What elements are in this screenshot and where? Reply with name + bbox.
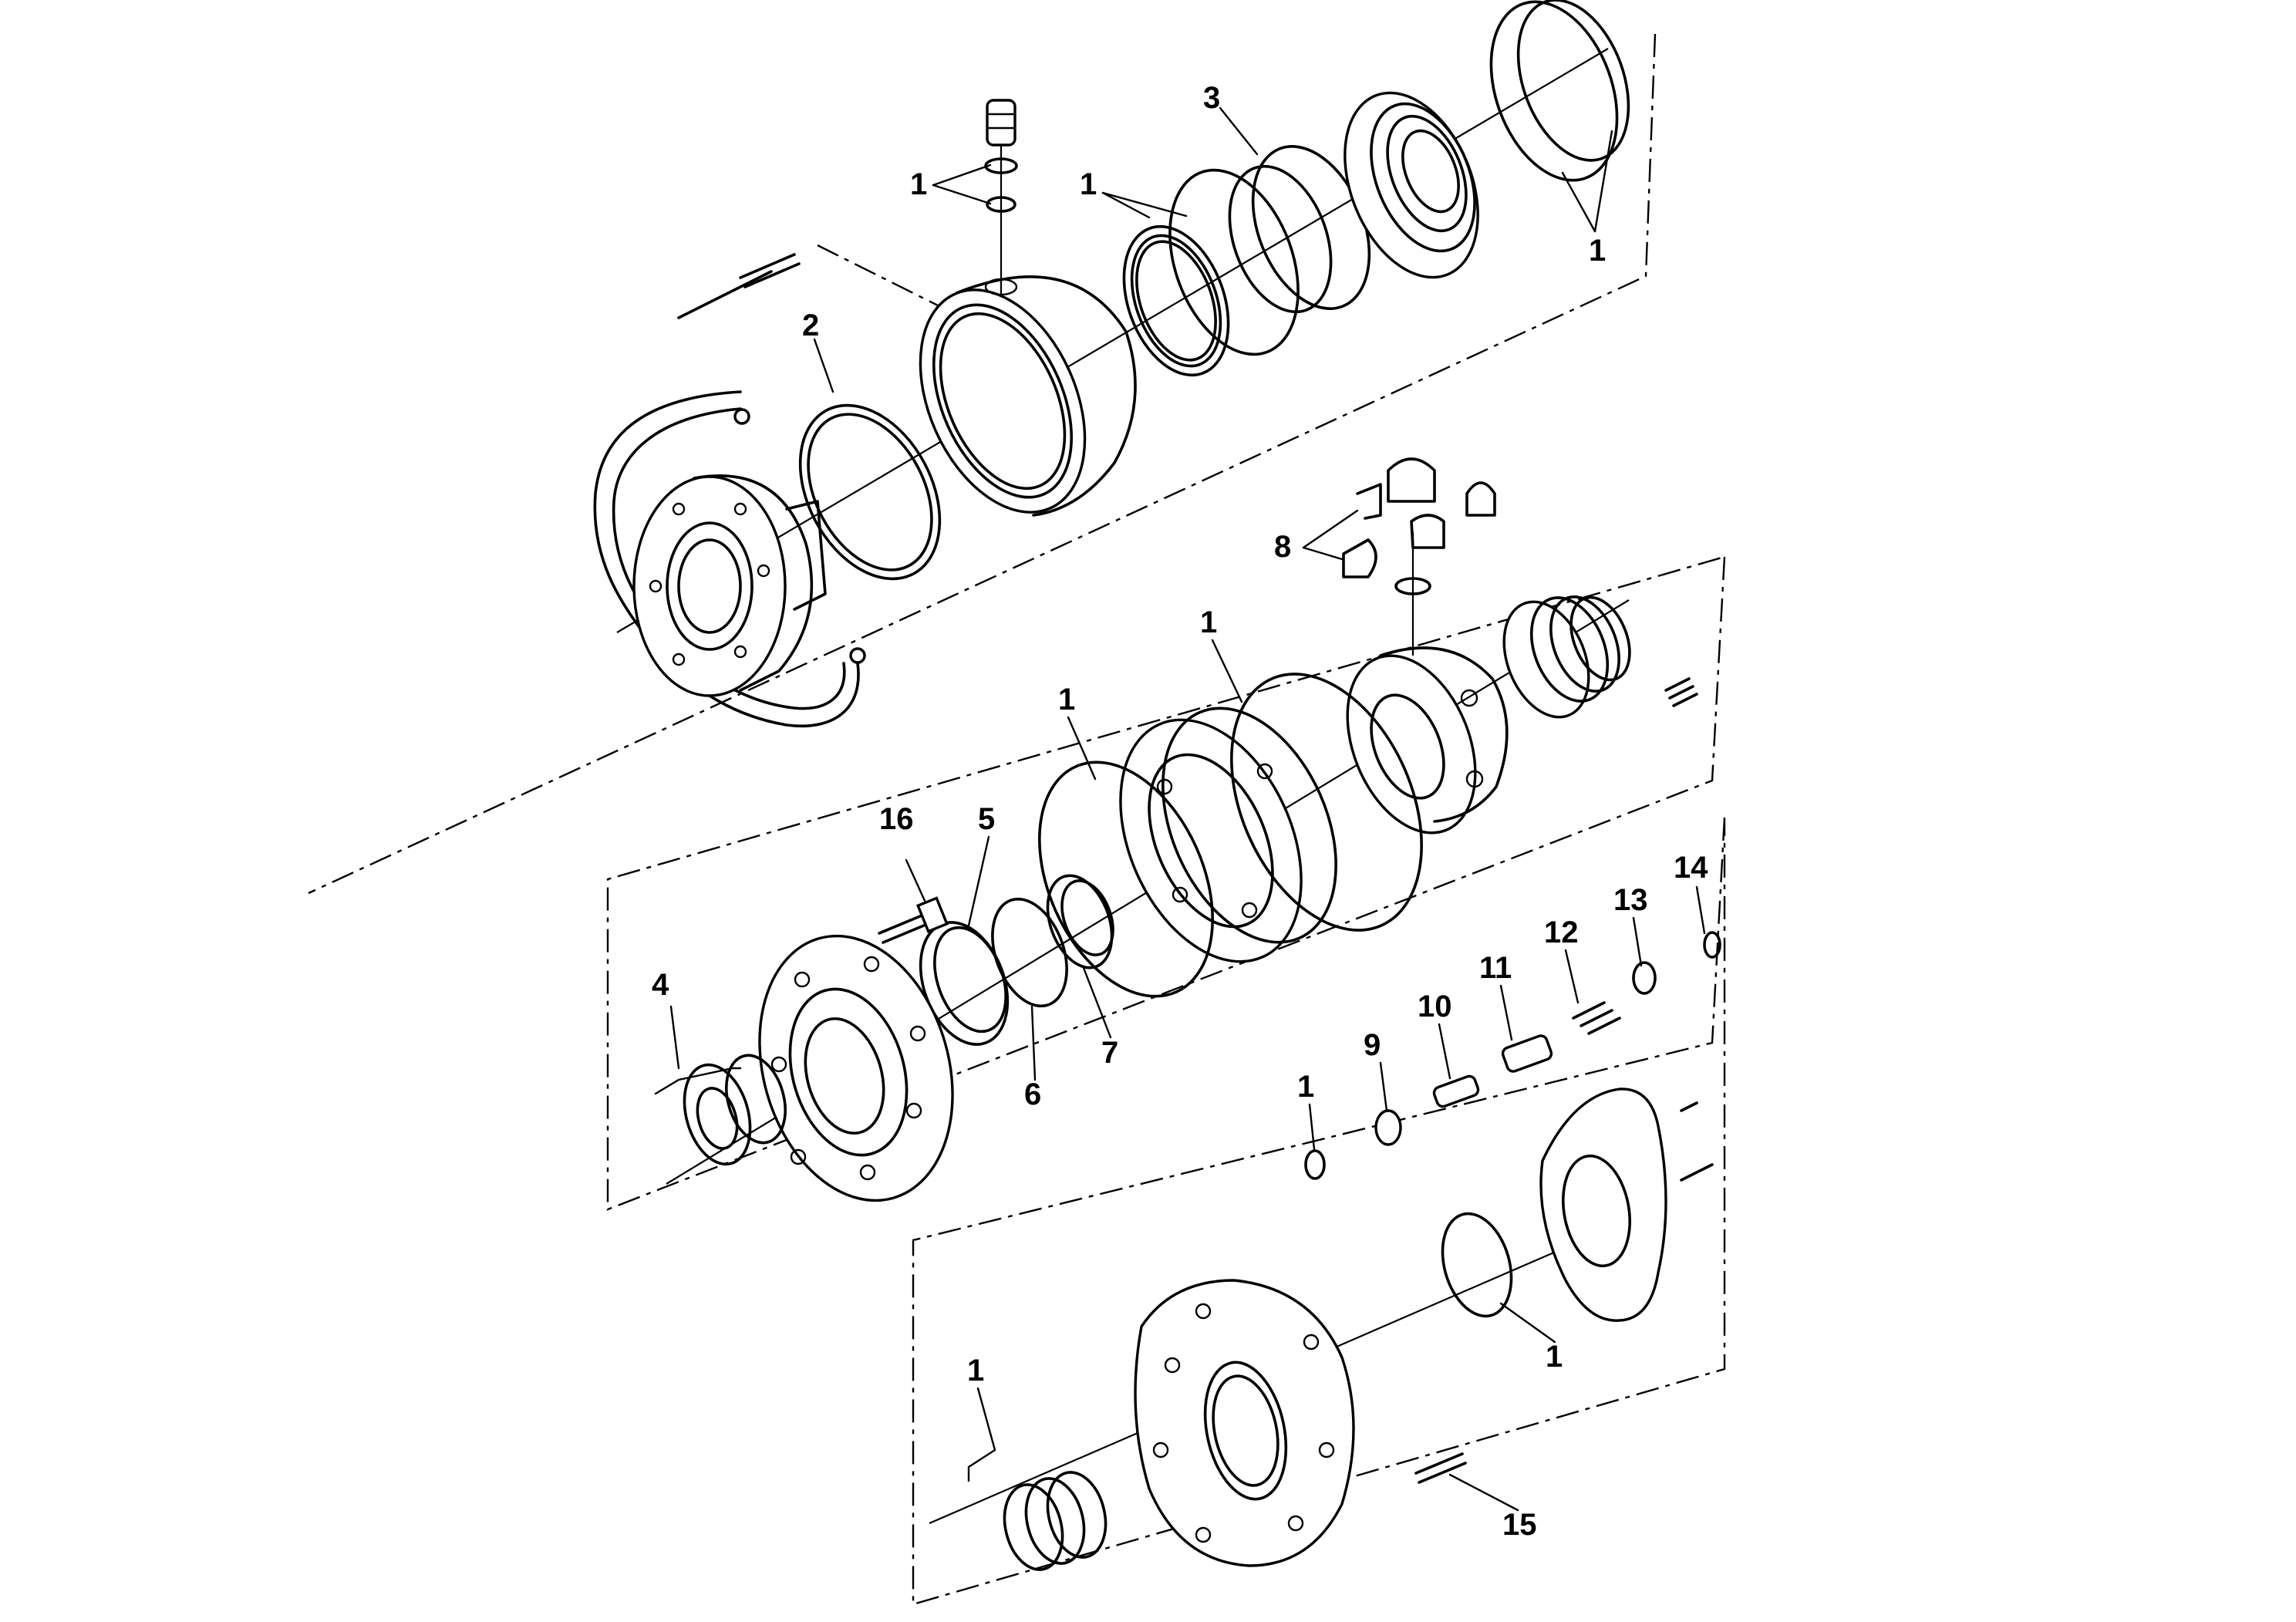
hub-flange — [632, 474, 827, 697]
callout-1a: 1 — [910, 167, 927, 201]
valve-block — [1346, 646, 1509, 835]
callout-5: 5 — [978, 802, 995, 836]
middle-callouts: 5 6 7 1 1 — [967, 605, 1243, 1111]
callout-15: 15 — [1502, 1508, 1537, 1542]
valve-parts — [1304, 931, 1721, 1180]
callout-3: 3 — [1203, 81, 1220, 115]
callout-8: 8 — [1274, 530, 1291, 564]
middle-group: 8 — [652, 457, 1698, 1202]
top-group: 1 1 3 1 2 — [593, 0, 1630, 728]
callout-16: 16 — [879, 802, 914, 836]
bolt-16: 16 — [878, 802, 949, 944]
callout-13: 13 — [1613, 883, 1648, 917]
plug — [984, 99, 1018, 213]
callout-1e: 1 — [1200, 605, 1217, 639]
callout-1b: 1 — [1080, 167, 1097, 201]
callout-11: 11 — [1479, 951, 1512, 985]
callout-10: 10 — [1418, 990, 1452, 1023]
group-frames — [308, 33, 1726, 1606]
middle-o-rings — [1038, 673, 1423, 998]
thick-seal-ring — [1122, 224, 1230, 377]
bearing-7 — [1046, 874, 1114, 969]
middle-group-frame — [606, 555, 1726, 1211]
bolt-15 — [1414, 1452, 1519, 1512]
callout-7: 7 — [1101, 1036, 1118, 1070]
flange — [758, 934, 954, 1202]
callout-12: 12 — [1544, 916, 1579, 949]
bearing-top — [1344, 91, 1479, 279]
callout-1f: 1 — [1297, 1070, 1314, 1104]
o-ring-bottom — [1441, 1212, 1513, 1318]
seal-ring-2 — [798, 403, 942, 581]
callout-9: 9 — [1364, 1028, 1381, 1062]
callout-2: 2 — [802, 309, 819, 342]
callout-14: 14 — [1674, 851, 1708, 885]
callout-1d: 1 — [1058, 683, 1075, 717]
large-o-rings — [1489, 0, 1630, 182]
plate-bolts — [1680, 1101, 1714, 1182]
callout-1g: 1 — [1546, 1340, 1563, 1374]
callout-1c: 1 — [1589, 234, 1606, 268]
small-parts-8: 8 — [1274, 457, 1496, 595]
main-housing — [1134, 1279, 1355, 1567]
callout-4: 4 — [652, 968, 669, 1002]
bottom-group: 14 13 12 11 10 9 1 1 1 15 — [967, 851, 1721, 1571]
o-ring-pair-a — [1168, 164, 1333, 356]
bottom-group-frame — [912, 817, 1726, 1606]
rear-plate — [1539, 1088, 1667, 1322]
bottom-callouts: 14 13 12 11 10 9 1 1 1 15 — [967, 851, 1708, 1542]
dowel-pin — [677, 253, 801, 319]
top-group-frame — [308, 33, 1657, 895]
spring-set — [967, 1448, 1108, 1571]
callout-1h: 1 — [967, 1354, 984, 1388]
spring-pack — [1502, 595, 1698, 719]
top-callouts: 1 1 3 1 2 — [802, 81, 1613, 393]
callout-6: 6 — [1024, 1077, 1041, 1111]
housing-ring — [919, 275, 1137, 517]
cam-ring — [1119, 706, 1337, 963]
gears-4: 4 — [652, 968, 787, 1166]
